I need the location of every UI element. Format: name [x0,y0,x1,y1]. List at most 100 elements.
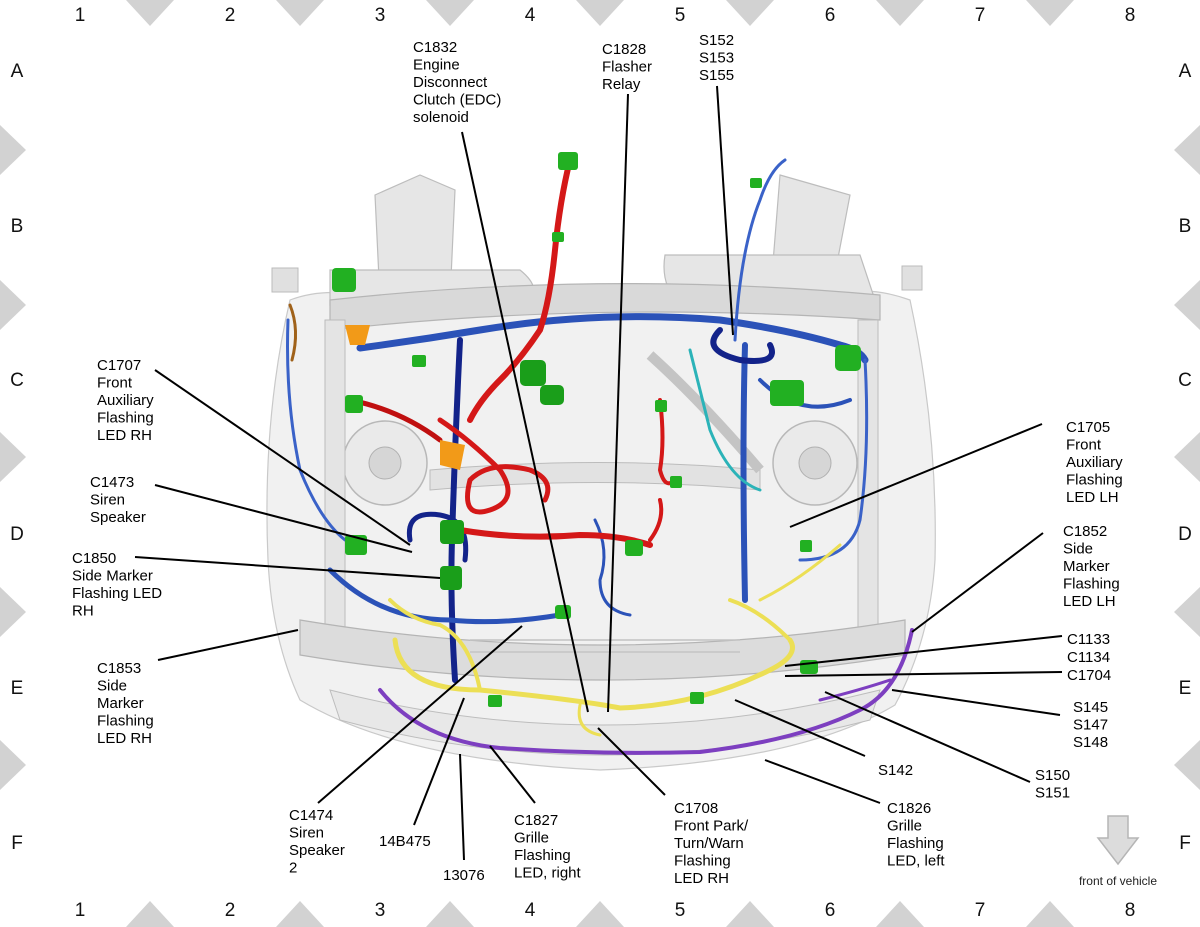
yellow-harness-right-branch [758,543,842,602]
border-marker [576,901,624,927]
column-label: 5 [675,900,686,921]
column-label: 2 [225,900,236,921]
connector-block [520,360,546,386]
column-label: 1 [75,900,86,921]
clip [440,440,465,470]
leader-c1473 [154,484,413,553]
column-label: 4 [525,5,536,26]
callout-s150: S150 S151 [1035,767,1074,802]
border-marker [576,0,624,26]
leader-c1832 [461,131,589,713]
row-label: F [11,833,23,854]
leader-c1852 [911,532,1044,633]
border-marker [1174,432,1200,482]
row-label: E [1179,678,1192,699]
leader-c1708 [597,727,666,796]
red-harness-right-branch [658,398,677,486]
row-label: A [11,61,24,82]
navy-harness-loop [406,511,469,563]
connector-block [558,152,578,170]
border-marker [276,0,324,26]
border-marker [0,740,26,790]
connector-block [345,395,363,413]
connector-block [800,540,812,552]
leader-14b475 [413,697,465,826]
yellow-harness-right [728,598,792,642]
purple-harness-branch [818,678,892,702]
connector-block [690,692,704,704]
leader-s142 [734,699,866,757]
red-harness-right-tail [648,498,664,542]
leader-s145 [891,689,1061,716]
blue-harness-left-side [286,318,347,542]
connector-block [440,566,462,590]
column-label: 5 [675,5,686,26]
callout-13076: 13076 [443,867,485,884]
border-marker [876,0,924,26]
row-label: F [1179,833,1191,854]
teal-harness [688,348,762,492]
column-label: 1 [75,5,86,26]
right-bracket [901,265,923,291]
column-label: 8 [1125,5,1136,26]
leader-13076 [459,753,465,861]
clip [345,325,370,345]
connector-block [332,268,356,292]
connector-block [670,476,682,488]
column-label: 7 [975,900,986,921]
callout-c1474: C1474 Siren Speaker 2 [289,807,349,877]
column-label: 7 [975,5,986,26]
row-label: E [11,678,24,699]
leader-c1133 [784,635,1063,667]
row-label: C [10,370,24,391]
row-label: D [10,524,24,545]
border-marker [0,125,26,175]
yellow-harness-lower [392,637,795,711]
connector-block [552,232,564,242]
leader-lines [134,85,1063,861]
red-harness-riser [467,157,573,423]
leader-s152 [716,85,734,336]
border-marker [1026,901,1074,927]
border-marker [426,0,474,26]
left-fan-hub [368,446,402,480]
connector-block [540,385,564,405]
border-marker [426,901,474,927]
leader-c1827 [489,745,536,804]
border-marker [1174,280,1200,330]
callout-c1828: C1828 Flasher Relay [602,41,656,93]
harness-components [332,152,861,707]
callout-c1473: C1473 Siren Speaker [90,474,146,526]
right-vertical-member [857,319,879,631]
border-marker [276,901,324,927]
blue-harness-right-riser [733,158,787,342]
callout-c1708: C1708 Front Park/ Turn/Warn Flashing LED… [674,800,752,887]
row-label: B [11,216,24,237]
border-marker [0,280,26,330]
connector-block [440,520,464,544]
border-marker [1174,587,1200,637]
blue-harness-lower [327,567,563,625]
leader-c1705 [789,423,1043,528]
purple-harness [378,628,914,755]
connector-block [835,345,861,371]
column-label: 3 [375,5,386,26]
callout-c1853: C1853 Side Marker Flashing LED RH [97,660,158,747]
yellow-harness-left [388,598,482,692]
column-label: 4 [525,900,536,921]
navy-harness-right-loop [710,327,775,364]
connector-block [655,400,667,412]
connector-block [488,695,502,707]
row-label: B [1179,216,1192,237]
front-of-vehicle-indicator: front of vehicle [1079,815,1157,888]
callout-c1133: C1133 C1134 C1704 [1067,631,1114,684]
leader-c1828 [607,93,629,713]
connector-block [625,540,643,556]
connector-block [412,355,426,367]
red-harness-loop [437,417,551,515]
down-arrow-icon [1096,815,1140,866]
callout-labels: C1832 Engine Disconnect Clutch (EDC) sol… [72,32,1123,887]
border-marker [1174,125,1200,175]
front-of-vehicle-label: front of vehicle [1079,874,1157,888]
